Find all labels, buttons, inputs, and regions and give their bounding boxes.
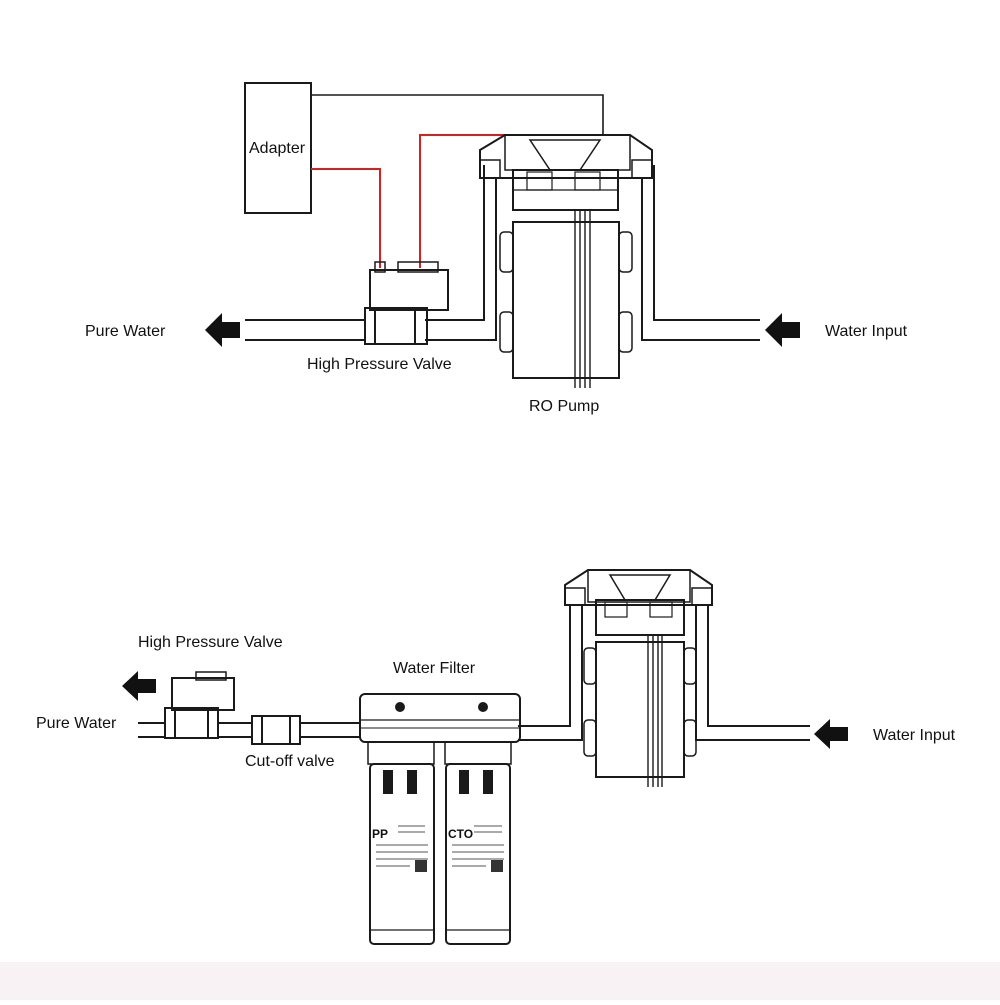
bottom-cutoff-label: Cut-off valve — [245, 753, 335, 770]
top-pure-water-label: Pure Water — [85, 323, 166, 340]
bottom-high-pressure-valve — [164, 671, 235, 739]
top-pure-water-arrow-icon — [205, 313, 240, 347]
bottom-water-input-arrow-icon — [814, 719, 848, 749]
bottom-valve-label: High Pressure Valve — [138, 634, 283, 651]
bottom-pure-water-label: Pure Water — [36, 715, 117, 732]
top-ro-pump — [479, 134, 653, 388]
water-filter — [359, 693, 521, 945]
red-wire-1 — [311, 168, 381, 268]
cartridge-2-label: CTO — [448, 827, 473, 841]
red-wire-2 — [419, 134, 510, 268]
cutoff-valve — [251, 715, 301, 745]
top-valve-label: High Pressure Valve — [307, 356, 452, 373]
top-pump-label: RO Pump — [529, 398, 600, 415]
input-pipe-outer — [653, 165, 760, 321]
valve-to-pump-pipe-outer — [425, 165, 485, 321]
bottom-pure-water-arrow-icon — [122, 671, 156, 701]
bottom-band — [0, 962, 1000, 1000]
bottom-input-pipe-inner — [695, 605, 810, 741]
bottom-input-pipe-outer — [707, 605, 810, 727]
adapter-power-wire — [311, 94, 604, 135]
top-water-input-arrow-icon — [765, 313, 800, 347]
cartridge-1-label: PP — [372, 827, 388, 841]
input-pipe-inner — [641, 178, 760, 341]
top-diagram — [205, 82, 800, 388]
valve-to-pump-pipe-inner — [425, 178, 497, 341]
top-water-input-label: Water Input — [825, 323, 908, 340]
bottom-diagram — [122, 569, 848, 945]
pump-to-filter-pipe-outer — [518, 605, 571, 727]
bottom-ro-pump — [564, 569, 713, 787]
pump-to-filter-pipe-inner — [518, 605, 583, 741]
top-high-pressure-valve — [364, 261, 449, 345]
adapter-box — [244, 82, 312, 214]
bottom-filter-label: Water Filter — [393, 660, 476, 677]
bottom-water-input-label: Water Input — [873, 727, 956, 744]
adapter-label: Adapter — [249, 140, 306, 157]
